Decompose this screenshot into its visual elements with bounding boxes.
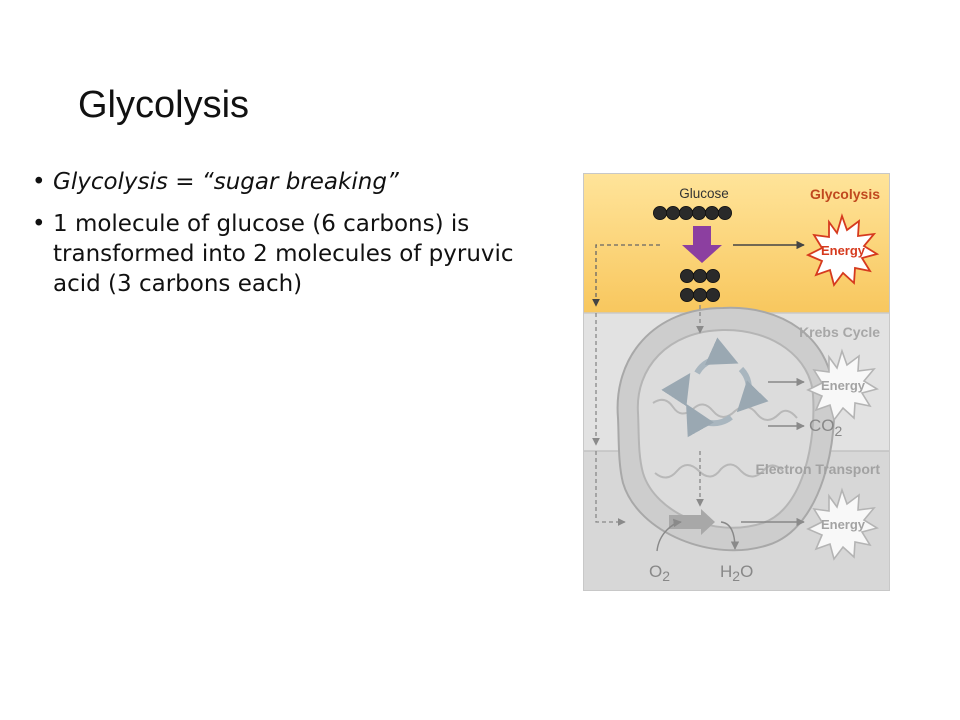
purple-down-arrow xyxy=(682,226,722,263)
h2o-h: H xyxy=(720,562,732,581)
energy-label: Energy xyxy=(821,378,866,393)
co2-subscript: 2 xyxy=(835,423,843,439)
dashed-flow-lines xyxy=(592,244,704,526)
glucose-molecule xyxy=(653,206,732,221)
energy-label: Energy xyxy=(821,517,866,532)
glycolysis-energy-starburst: Energy xyxy=(805,213,880,288)
h2o-subscript: 2 xyxy=(732,568,740,584)
mitochondrion-illustration xyxy=(616,306,836,552)
bullet-dot: • xyxy=(32,169,46,195)
glucose-label: Glucose xyxy=(679,186,729,201)
o2-label: O2 xyxy=(649,562,670,584)
energy-label: Energy xyxy=(821,243,866,258)
glycolysis-stage-label: Glycolysis xyxy=(810,186,880,202)
h2o-label: H2O xyxy=(720,562,753,584)
bullet-text: Glycolysis = “sugar breaking” xyxy=(53,169,399,195)
bullet-item: • 1 molecule of glucose (6 carbons) is t… xyxy=(32,210,532,300)
co2-label: CO2 xyxy=(809,416,843,439)
bullet-dot: • xyxy=(32,210,46,237)
cellular-respiration-diagram: Glycolysis Krebs Cycle Electron Transpor… xyxy=(583,173,890,591)
krebs-cycle-icon xyxy=(661,337,769,438)
h2o-o: O xyxy=(740,562,753,581)
pyruvic-acid-molecules xyxy=(680,269,721,303)
electron-transport-arrow xyxy=(669,509,715,535)
co2-base: CO xyxy=(809,416,835,435)
bullet-list: • Glycolysis = “sugar breaking” • 1 mole… xyxy=(32,168,532,312)
krebs-stage-label: Krebs Cycle xyxy=(799,324,880,340)
bullet-item: • Glycolysis = “sugar breaking” xyxy=(32,168,532,198)
et-energy-starburst: Energy xyxy=(806,487,880,561)
slide-title: Glycolysis xyxy=(78,84,250,126)
o2-subscript: 2 xyxy=(662,568,670,584)
electron-transport-stage-label: Electron Transport xyxy=(756,461,881,477)
krebs-energy-starburst: Energy xyxy=(806,348,880,422)
bullet-text: 1 molecule of glucose (6 carbons) is tra… xyxy=(53,210,514,297)
o2-base: O xyxy=(649,562,662,581)
